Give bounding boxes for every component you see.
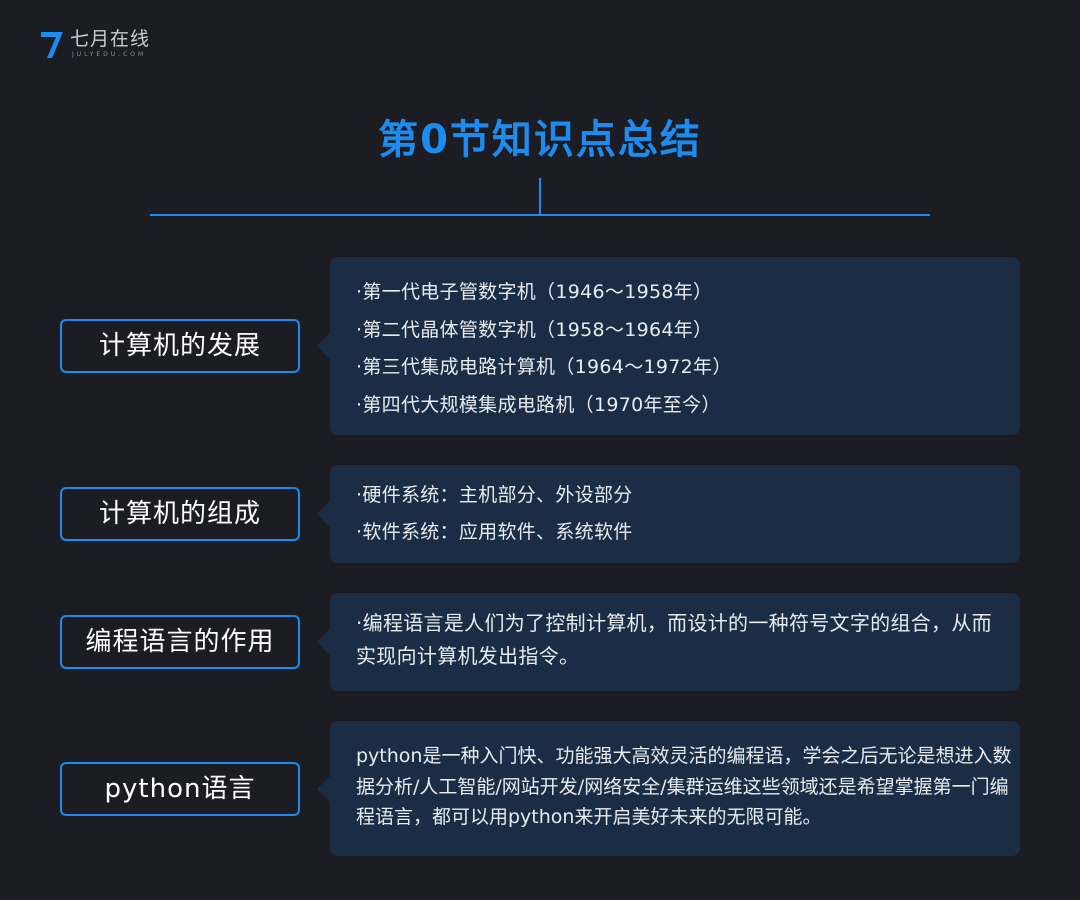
section-label-language-role: 编程语言的作用 <box>60 615 300 669</box>
page-title: 第0节知识点总结 <box>378 117 702 163</box>
list-item: ·第三代集成电路计算机（1964～1972年） <box>356 356 732 378</box>
section-card-language-role: ·编程语言是人们为了控制计算机，而设计的一种符号文字的组合，从而实现向计算机发出… <box>317 593 1020 691</box>
list-item: ·软件系统：应用软件、系统软件 <box>356 521 633 543</box>
list-item: ·第四代大规模集成电路机（1970年至今） <box>356 393 721 416</box>
section-card-python: python是一种入门快、功能强大高效灵活的编程语，学会之后无论是想进入数据分析… <box>317 721 1020 856</box>
section-text: ·编程语言是人们为了控制计算机，而设计的一种符号文字的组合，从而实现向计算机发出… <box>356 611 992 668</box>
section-label-python: python语言 <box>60 762 300 816</box>
section-card-development: ·第一代电子管数字机（1946～1958年） ·第二代晶体管数字机（1958～1… <box>317 257 1020 435</box>
bullet-list: ·硬件系统：主机部分、外设部分 ·软件系统：应用软件、系统软件 <box>356 477 994 551</box>
section-label-development: 计算机的发展 <box>60 319 300 373</box>
title-connector <box>539 178 541 216</box>
bullet-list: ·第一代电子管数字机（1946～1958年） ·第二代晶体管数字机（1958～1… <box>356 274 994 424</box>
title-divider <box>150 214 930 216</box>
section-text: python是一种入门快、功能强大高效灵活的编程语，学会之后无论是想进入数据分析… <box>356 745 1012 828</box>
list-item: ·硬件系统：主机部分、外设部分 <box>356 484 633 506</box>
seven-logo-icon <box>41 32 63 58</box>
brand-name: 七月在线 <box>70 28 151 50</box>
section-label-composition: 计算机的组成 <box>60 487 300 541</box>
section-card-composition: ·硬件系统：主机部分、外设部分 ·软件系统：应用软件、系统软件 <box>317 465 1020 563</box>
list-item: ·第二代晶体管数字机（1958～1964年） <box>356 318 713 341</box>
list-item: ·第一代电子管数字机（1946～1958年） <box>356 281 713 303</box>
brand-logo: 七月在线 JULYEDU.COM <box>38 28 178 62</box>
brand-sub: JULYEDU.COM <box>72 51 147 58</box>
